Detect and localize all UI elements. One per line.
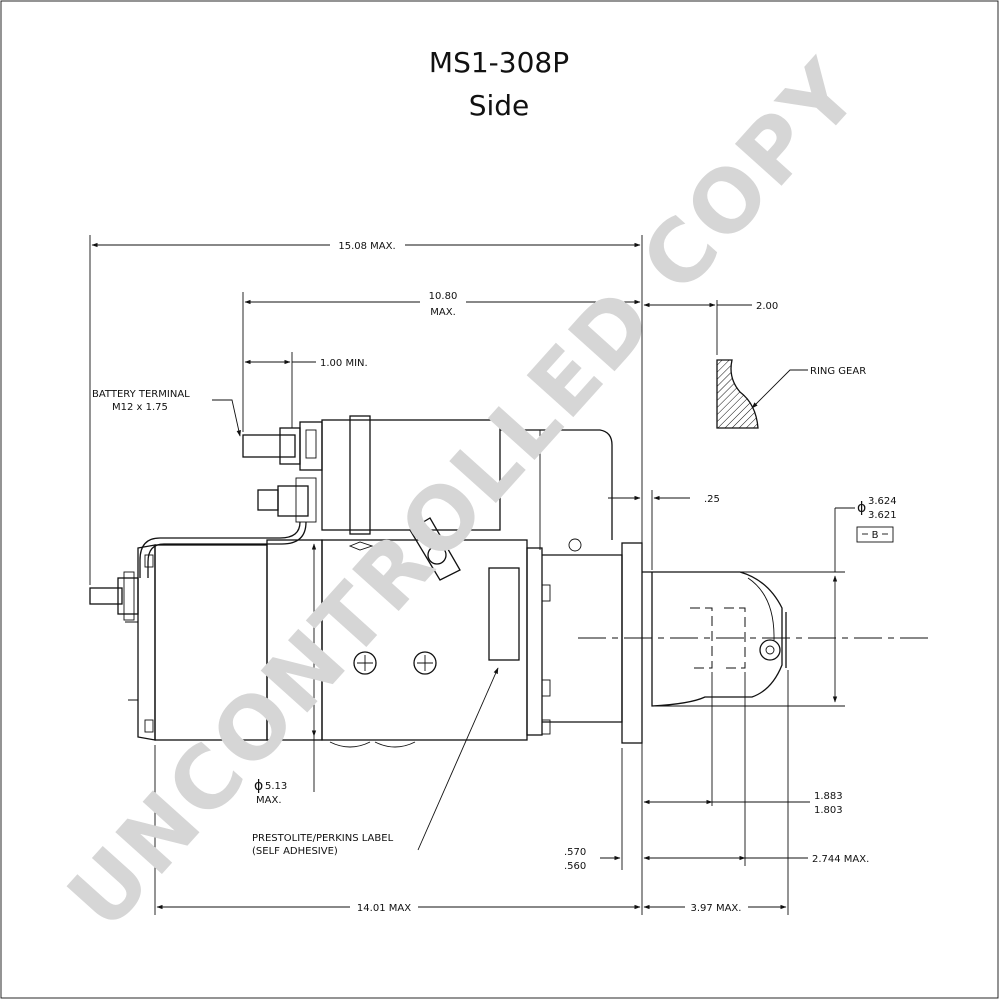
dim-ring-gear-offset: 2.00 (756, 301, 778, 312)
solenoid-band (349, 415, 371, 535)
dim-solenoid-length-max: MAX. (430, 307, 456, 318)
ring-gear-section (716, 359, 759, 429)
hex-nut (568, 538, 582, 552)
shift-lever (409, 517, 461, 581)
dimension-lines (91, 242, 855, 910)
dim-nose-length: 3.97 MAX. (691, 903, 742, 914)
dim-pinion-upper: 1.883 (814, 791, 843, 802)
ring-gear-label: RING GEAR (810, 366, 866, 377)
view-title: Side (469, 89, 530, 122)
part-number-title: MS1-308P (429, 46, 569, 79)
drive-housing-ring (526, 547, 543, 736)
dim-flange-thk-upper: .570 (564, 847, 586, 858)
rear-nut (117, 577, 139, 615)
dim-body-diameter: 5.13 (265, 781, 287, 792)
dim-pilot-lower: 3.621 (868, 510, 897, 521)
uncontrolled-copy-watermark: UNCONTROLLED COPY (49, 41, 880, 948)
frame-tag (348, 541, 374, 551)
frame-bottom-bumps (329, 741, 416, 748)
rear-washer (123, 571, 135, 621)
label-panel (488, 567, 520, 661)
dim-pilot-upper: 3.624 (868, 496, 897, 507)
dim-solenoid-length: 10.80 (429, 291, 458, 302)
dim-pinion-length: 2.744 MAX. (812, 854, 869, 865)
dim-pinion-lower: 1.803 (814, 805, 843, 816)
leader-lines (212, 369, 808, 851)
diameter-symbol-pilot: ϕ (857, 500, 866, 516)
dim-body-length: 14.01 MAX (357, 903, 411, 914)
datum-label: B (872, 530, 879, 541)
starter-motor (89, 538, 928, 748)
dim-terminal-min: 1.00 MIN. (320, 358, 368, 369)
solenoid-bracket (500, 429, 613, 540)
prestolite-label-line2: (SELF ADHESIVE) (252, 846, 338, 857)
end-cap-ear (125, 621, 139, 701)
solenoid (139, 415, 613, 581)
prestolite-label-line1: PRESTOLITE/PERKINS LABEL (252, 833, 394, 844)
battery-terminal-label: BATTERY TERMINAL (92, 389, 190, 400)
diameter-symbol-body: ϕ (254, 778, 263, 794)
dim-overall-length: 15.08 MAX. (338, 241, 395, 252)
pinion-nose (642, 571, 783, 707)
frame-screws (353, 651, 437, 675)
mounting-flange (621, 542, 643, 744)
dim-flange-thk-lower: .560 (564, 861, 586, 872)
extension-lines (89, 235, 845, 915)
datum-box (856, 526, 894, 543)
end-cap-bolt-bottom (144, 719, 154, 733)
dim-body-diameter-max: MAX. (256, 795, 282, 806)
battery-terminal-thread: M12 x 1.75 (112, 402, 168, 413)
dim-flange-gap: .25 (704, 494, 720, 505)
battery-terminal-stud (242, 434, 296, 458)
pinion-pin (759, 639, 781, 661)
rear-stud (89, 587, 123, 605)
cable (139, 521, 301, 578)
